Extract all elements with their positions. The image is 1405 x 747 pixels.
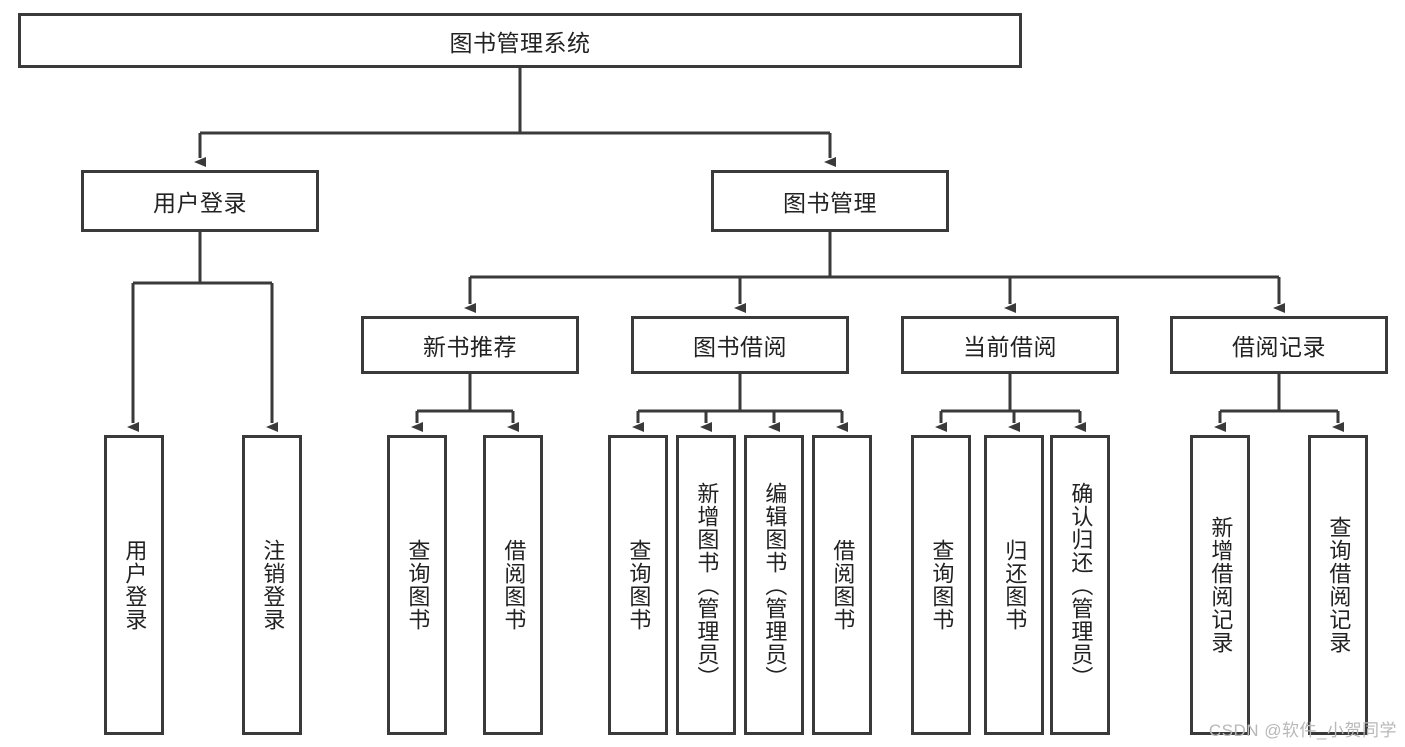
node-new-book-recommend[interactable]: 新书推荐: [361, 316, 579, 374]
leaf-borrow-book[interactable]: 借阅图书: [812, 435, 872, 735]
leaf-borrow-book-label: 借阅图书: [830, 539, 856, 631]
leaf-confirm-return-label: 确认归还（管理员）: [1068, 481, 1094, 689]
leaf-return-book[interactable]: 归还图书: [984, 435, 1044, 735]
leaf-query-book-current-label: 查询图书: [929, 539, 955, 631]
node-root[interactable]: 图书管理系统: [18, 13, 1022, 68]
leaf-add-borrow-record[interactable]: 新增借阅记录: [1190, 435, 1250, 735]
node-borrow-record-label: 借阅记录: [1232, 334, 1326, 360]
leaf-user-logout[interactable]: 注销登录: [242, 435, 302, 735]
node-current-borrow-label: 当前借阅: [963, 334, 1057, 360]
node-current-borrow[interactable]: 当前借阅: [901, 316, 1119, 374]
leaf-query-borrow-record-label: 查询借阅记录: [1326, 516, 1352, 654]
node-book-borrow-label: 图书借阅: [693, 334, 787, 360]
leaf-borrow-book-recommend[interactable]: 借阅图书: [483, 435, 543, 735]
leaf-query-book-recommend[interactable]: 查询图书: [387, 435, 447, 735]
leaf-query-borrow-record[interactable]: 查询借阅记录: [1308, 435, 1368, 735]
leaf-edit-book-label: 编辑图书（管理员）: [762, 481, 788, 689]
node-book-borrow[interactable]: 图书借阅: [631, 316, 849, 374]
leaf-edit-book[interactable]: 编辑图书（管理员）: [744, 435, 804, 735]
leaf-query-book-current[interactable]: 查询图书: [911, 435, 971, 735]
leaf-add-book[interactable]: 新增图书（管理员）: [676, 435, 736, 735]
leaf-borrow-book-recommend-label: 借阅图书: [501, 539, 527, 631]
csdn-watermark: CSDN @软件_小贺同学: [1208, 721, 1397, 740]
node-book-management-label: 图书管理: [783, 190, 877, 216]
leaf-query-book-borrow-label: 查询图书: [626, 539, 652, 631]
node-user-login-label: 用户登录: [153, 190, 247, 216]
leaf-user-login[interactable]: 用户登录: [104, 435, 164, 735]
leaf-return-book-label: 归还图书: [1002, 539, 1028, 631]
node-new-book-recommend-label: 新书推荐: [423, 334, 517, 360]
leaf-confirm-return[interactable]: 确认归还（管理员）: [1050, 435, 1110, 735]
leaf-query-book-borrow[interactable]: 查询图书: [608, 435, 668, 735]
leaf-add-book-label: 新增图书（管理员）: [694, 481, 720, 689]
leaf-user-login-label: 用户登录: [122, 539, 148, 631]
leaf-query-book-recommend-label: 查询图书: [405, 539, 431, 631]
leaf-user-logout-label: 注销登录: [260, 539, 286, 631]
node-root-label: 图书管理系统: [449, 29, 591, 56]
leaf-add-borrow-record-label: 新增借阅记录: [1208, 516, 1234, 654]
node-user-login[interactable]: 用户登录: [81, 170, 319, 232]
node-borrow-record[interactable]: 借阅记录: [1170, 316, 1388, 374]
node-book-management[interactable]: 图书管理: [711, 170, 949, 232]
